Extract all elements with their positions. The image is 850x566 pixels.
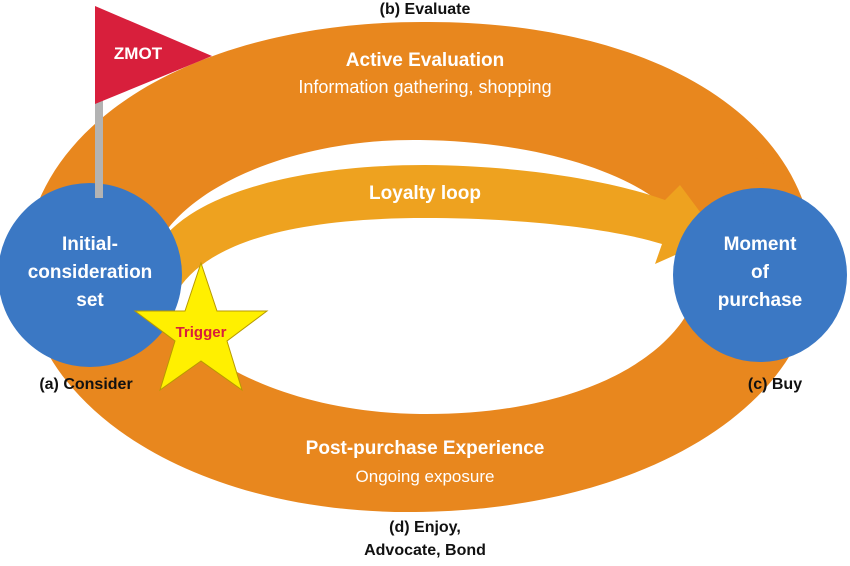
outer-orange-ring [25,21,815,513]
enjoy-stage-label-line2: Advocate, Bond [364,542,486,559]
moment-of-purchase-line3: purchase [717,290,803,311]
consider-stage-label: (a) Consider [39,376,133,393]
zmot-flag [95,6,212,104]
trigger-star [133,261,269,392]
zmot-flag-label: ZMOT [113,44,163,63]
trigger-star-label: Trigger [175,324,227,341]
active-evaluation-subtitle: Information gathering, shopping [298,77,552,97]
buy-stage-label: (c) Buy [747,376,803,393]
moment-of-purchase-circle [673,188,847,362]
moment-of-purchase-line1: Moment [723,234,797,255]
enjoy-stage-label-line1: (d) Enjoy, [389,519,461,536]
flag-pole [95,60,103,198]
evaluate-stage-label: (b) Evaluate [379,1,471,18]
loyalty-loop-title: Loyalty loop [369,183,481,204]
initial-consideration-line1: Initial- [62,234,118,255]
moment-of-purchase-line2: of [751,262,769,283]
post-purchase-title: Post-purchase Experience [305,438,545,459]
initial-consideration-line2: consideration [27,262,153,283]
post-purchase-subtitle: Ongoing exposure [355,467,495,486]
loyalty-loop-arc [150,165,718,290]
active-evaluation-title: Active Evaluation [345,50,505,71]
initial-consideration-circle [0,183,182,367]
initial-consideration-line3: set [76,290,104,311]
